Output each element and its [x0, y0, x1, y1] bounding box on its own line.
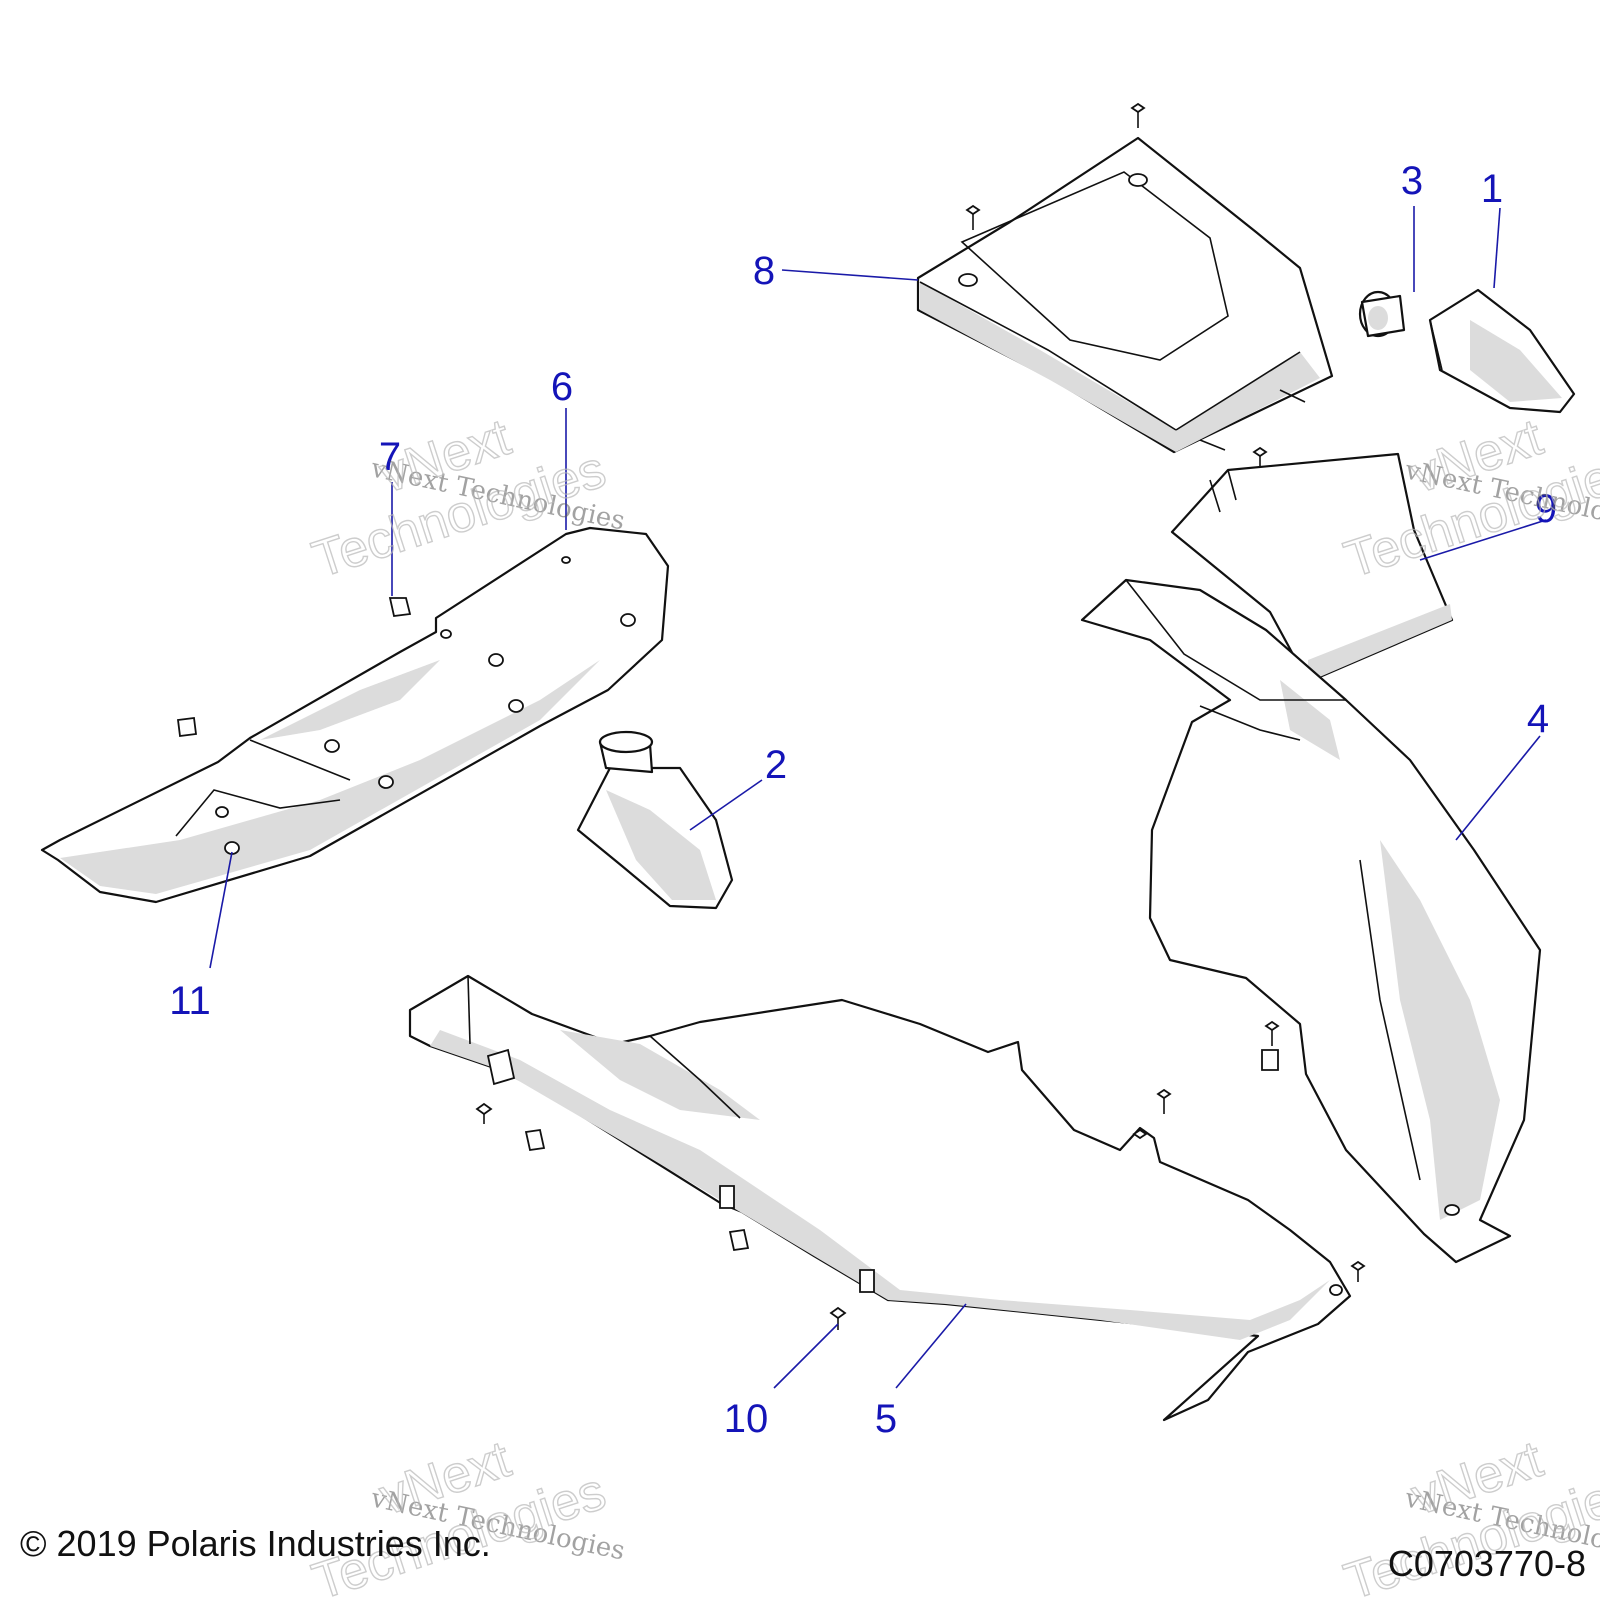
- part-6-long-panel: [40, 526, 670, 904]
- callout-1: 1: [1481, 167, 1503, 211]
- callout-5: 5: [875, 1397, 897, 1441]
- callout-7: 7: [379, 435, 401, 479]
- part-2-duct: [576, 730, 734, 910]
- copyright-text: © 2019 Polaris Industries Inc.: [20, 1523, 491, 1564]
- part-4-side-panel: [1080, 578, 1542, 1264]
- part-1-duct: [1428, 288, 1576, 414]
- callout-6: 6: [551, 365, 573, 409]
- callout-9: 9: [1535, 487, 1557, 531]
- callout-labels: 1 2 3 4 5 6 7 8 9 10 11: [169, 159, 1557, 1441]
- part-8-upper-panel: [916, 136, 1334, 454]
- callout-10: 10: [724, 1397, 769, 1441]
- callout-11: 11: [169, 979, 211, 1023]
- callout-2: 2: [765, 743, 787, 787]
- callout-3: 3: [1401, 159, 1423, 203]
- callout-8: 8: [753, 249, 775, 293]
- callout-4: 4: [1527, 697, 1549, 741]
- leader-lines: [209, 206, 1547, 1389]
- watermark-bottom-left-big: vNext Technologies: [305, 1429, 613, 1600]
- screw-fastener: [965, 102, 1268, 470]
- fastener-clips: [215, 556, 636, 855]
- drawing-number: C0703770-8: [1388, 1543, 1586, 1584]
- part-9-lower-panel: [1170, 452, 1454, 684]
- part-3-collar: [1358, 290, 1406, 338]
- part-5-lower-panel: [408, 974, 1366, 1422]
